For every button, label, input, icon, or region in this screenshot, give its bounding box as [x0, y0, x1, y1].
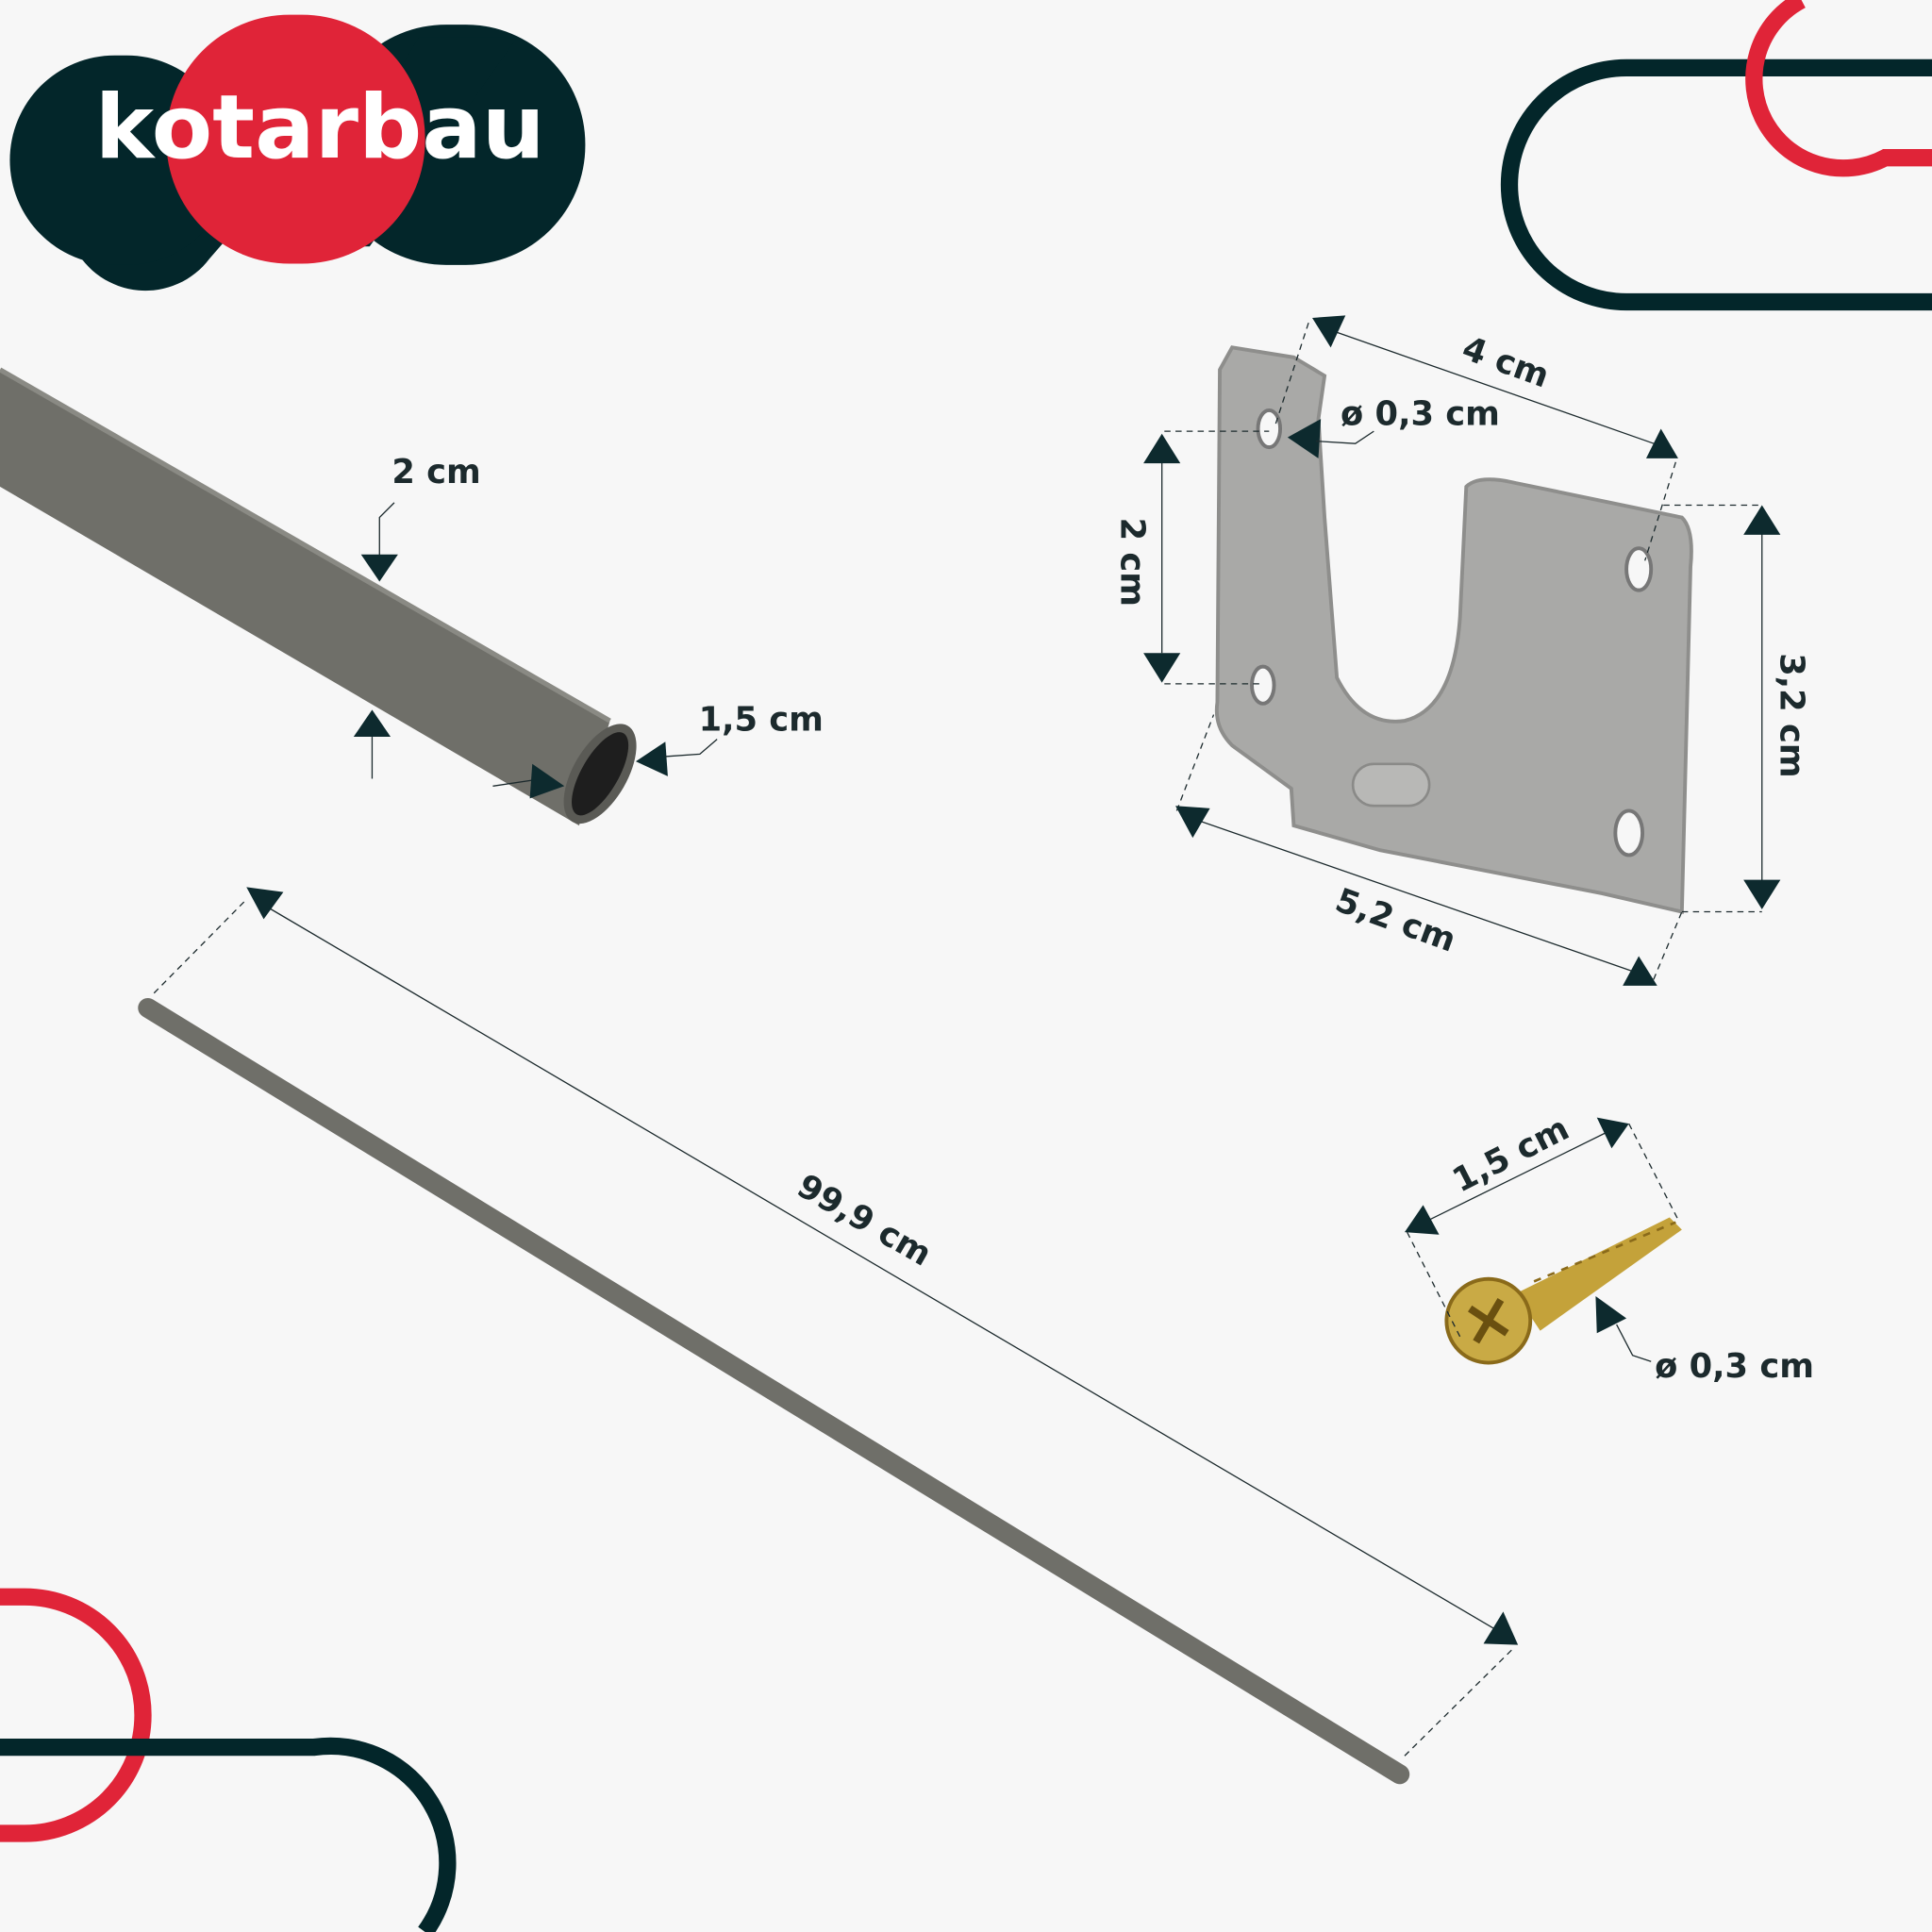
- bracket-left-height-label: 2 cm: [1113, 518, 1152, 607]
- screw-diameter-label: ø 0,3 cm: [1655, 1347, 1814, 1386]
- rod-full: 99,9 cm: [138, 887, 1519, 1785]
- kotarbau-logo: kotarbau: [9, 14, 586, 291]
- decor-bottom-left: [0, 1588, 457, 1932]
- screw: 1,5 cm ø 0,3 cm: [1404, 1109, 1814, 1386]
- screw-length-label: 1,5 cm: [1446, 1109, 1575, 1201]
- bracket-bottom-width-label: 5,2 cm: [1330, 881, 1460, 960]
- bracket-top-width-label: 4 cm: [1457, 329, 1555, 396]
- rod-height-label: 2 cm: [391, 453, 480, 491]
- logo-text: kotarbau: [95, 76, 545, 179]
- rod-width-label: 1,5 cm: [699, 701, 824, 740]
- rod-closeup: 2 cm 1,5 cm: [0, 367, 824, 826]
- bracket-right-height-label: 3,2 cm: [1772, 653, 1810, 777]
- bracket-hole-label: ø 0,3 cm: [1341, 395, 1500, 434]
- bracket: 4 cm ø 0,3 cm 2 cm 3,2 cm 5,2 cm: [1113, 315, 1810, 986]
- decor-top-right: [1500, 0, 1932, 311]
